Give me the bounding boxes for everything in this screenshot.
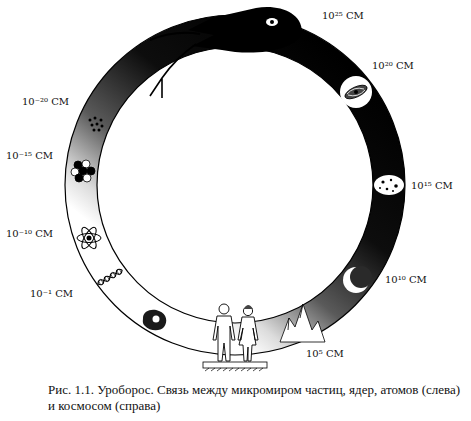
galaxy-cluster-icon: [374, 175, 404, 195]
scale-label: 10⁻¹⁵ СМ: [6, 150, 53, 161]
nucleus-icon: [71, 160, 95, 182]
scale-label: 10⁻¹⁰ СМ: [6, 228, 53, 239]
scale-label: 10⁻²⁰ СМ: [22, 96, 69, 107]
snake-body: [65, 15, 405, 355]
scale-label: 10²⁵ СМ: [322, 10, 364, 21]
atom-icon: [77, 225, 101, 250]
scale-label: 10¹⁵ СМ: [411, 180, 453, 191]
snake-tail: [150, 33, 200, 40]
scale-label: 10⁻¹ СМ: [30, 288, 73, 299]
human-figures: [203, 304, 267, 371]
scale-label: 10²⁰ СМ: [372, 60, 414, 71]
quark-icon: [89, 117, 104, 132]
galaxy-icon: [340, 76, 372, 108]
scale-label: 10¹⁰ СМ: [385, 274, 427, 285]
figure-caption: Рис. 1.1. Уроборос. Связь между микромир…: [48, 382, 466, 413]
mountain-icon: [280, 304, 325, 342]
dna-icon: [96, 267, 123, 286]
scale-label: 10⁵ СМ: [306, 348, 344, 359]
earth-icon: [343, 266, 372, 293]
cell-icon: [143, 310, 166, 331]
snake-head: [150, 7, 302, 98]
